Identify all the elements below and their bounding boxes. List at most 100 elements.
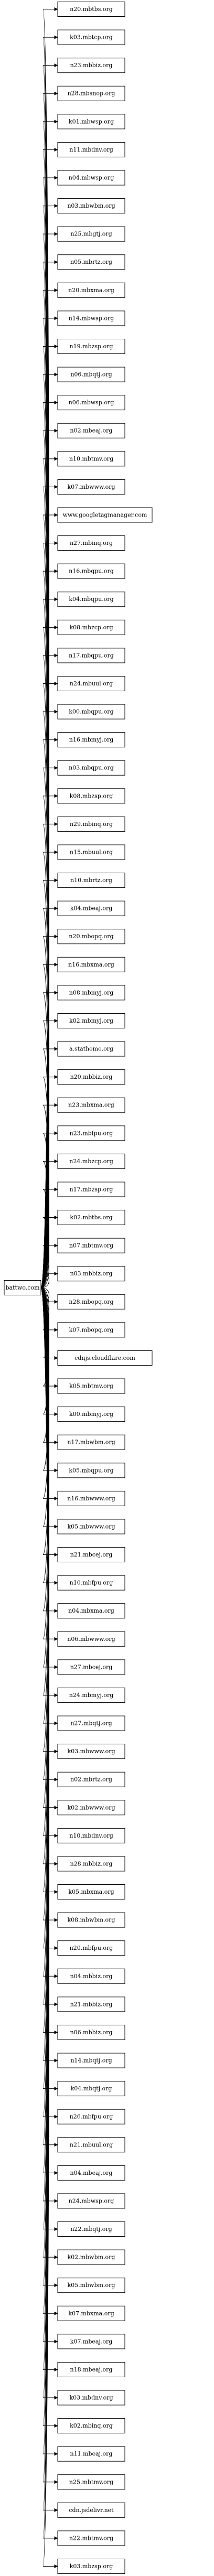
edge (40, 1287, 58, 1500)
child-node-label: k02.mbwww.org (68, 1804, 115, 1811)
child-node: k05.mbqpu.org (57, 1463, 125, 1478)
child-node-label: n16.mbqpu.org (69, 568, 114, 575)
child-node-box (57, 1097, 125, 1113)
child-node: n11.mbdnv.org (57, 142, 125, 157)
child-node: n22.mbqtj.org (57, 2221, 125, 2237)
child-node: k02.mbwww.org (57, 1800, 125, 1816)
child-node-label: k04.mbqpu.org (69, 596, 113, 603)
child-node-box (57, 1463, 125, 1478)
child-node-label: n22.mbtmv.org (69, 2535, 113, 2541)
edge (40, 935, 58, 1288)
child-node-label: n20.mbtbs.org (70, 6, 113, 13)
child-node: n25.mbtmv.org (57, 2474, 125, 2490)
child-node: k07.mbeaj.org (57, 2334, 125, 2349)
child-node-label: n24.mbzcp.org (69, 1158, 113, 1165)
child-node-label: k08.mbzcp.org (69, 624, 113, 631)
child-node-label: n04.mbbiz.org (70, 1973, 113, 1980)
child-node-label: n27.mbqtj.org (70, 1720, 112, 1727)
child-node-box (57, 1856, 125, 1872)
edge (40, 1287, 58, 1838)
child-node-box (57, 2053, 125, 2068)
child-node: n16.mbmyj.org (57, 732, 125, 748)
child-node: n24.mbuul.org (57, 675, 125, 691)
child-node-label: k02.mbmyj.org (69, 1017, 113, 1024)
child-node-box (57, 479, 125, 495)
child-node: n17.mbqpu.org (57, 648, 125, 663)
child-node-label: n02.mbeaj.org (70, 427, 113, 434)
child-node-box (57, 310, 125, 326)
child-node-box (57, 1350, 153, 1366)
child-node-label: k04.mbeaj.org (70, 905, 113, 912)
child-node: n27.mbqtj.org (57, 1715, 125, 1731)
edge (40, 1287, 58, 2540)
child-node-box (57, 788, 125, 804)
edge (40, 1287, 58, 1641)
child-node-label: k07.mbopq.org (69, 1326, 114, 1333)
child-node: n28.mbsnop.org (57, 85, 125, 101)
child-node: n10.mbrtz.org (57, 873, 125, 888)
child-node: cdnjs.cloudflare.com (57, 1350, 153, 1366)
child-node-label: n05.mbrtz.org (70, 259, 112, 265)
child-node-label: k00.mbqpu.org (69, 709, 113, 715)
child-node: k04.mbeaj.org (57, 900, 125, 916)
child-node-box (57, 1631, 125, 1647)
child-node: k05.mbtmv.org (57, 1378, 125, 1394)
child-node: n11.mbeaj.org (57, 2446, 125, 2462)
edge (40, 428, 58, 1288)
edge (40, 1287, 58, 1557)
child-node-box (57, 1266, 125, 1282)
child-node-box (57, 338, 125, 354)
child-node-box (57, 1490, 125, 1506)
edge (40, 513, 58, 1288)
child-node: n28.mbopq.org (57, 1294, 125, 1310)
child-node: k00.mbmyj.org (57, 1407, 125, 1422)
child-node: n03.mbbiz.org (57, 1266, 125, 1282)
child-node-label: k03.mbzsp.org (70, 2563, 113, 2570)
child-node-box (57, 2559, 125, 2574)
child-node-box (57, 1153, 125, 1169)
child-node: k04.mbqpu.org (57, 592, 125, 607)
child-node: n14.mbwsp.org (57, 310, 125, 326)
child-node-label: k08.mbzsp.org (70, 792, 113, 799)
root-node-box (4, 1280, 41, 1295)
child-node-label: n26.mbfpu.org (70, 2113, 113, 2120)
edge (40, 1243, 58, 1288)
child-node-box (57, 367, 125, 382)
edge (40, 1159, 58, 1288)
edge (40, 1287, 58, 2484)
child-node-label: n03.mbqpu.org (69, 765, 114, 771)
child-node-box (57, 2305, 125, 2321)
child-node-label: n10.mbdnv.org (69, 1832, 113, 1839)
child-node-label: n20.mbopq.org (69, 933, 113, 940)
edges-layer (40, 7, 58, 2568)
child-node: n23.mbxma.org (57, 1097, 125, 1113)
child-node-box (57, 1238, 125, 1253)
child-node-label: n16.mbxma.org (68, 961, 114, 968)
child-node-label: k03.mbtcp.org (70, 34, 113, 41)
child-node-box (57, 816, 125, 832)
edge (40, 1287, 58, 2288)
child-node-box (57, 2221, 125, 2237)
child-node: n06.mbqtj.org (57, 367, 125, 382)
child-node-label: k07.mbeaj.org (70, 2338, 113, 2345)
child-node: n19.mbzsp.org (57, 338, 125, 354)
child-node: n23.mbbiz.org (57, 58, 125, 73)
child-node: n20.mbxma.org (57, 282, 125, 298)
edge (40, 541, 58, 1288)
child-node-label: k02.mbwbm.org (68, 2254, 115, 2261)
child-node: n17.mbzsp.org (57, 1182, 125, 1197)
edge (40, 1287, 58, 1473)
child-node-label: n08.mbmyj.org (69, 989, 114, 996)
child-node: n18.mbeaj.org (57, 2362, 125, 2377)
edge (40, 1287, 58, 1866)
edge (40, 1131, 58, 1288)
child-node-label: n11.mbeaj.org (70, 2451, 113, 2457)
child-node-box (57, 732, 125, 748)
child-node-label: k05.mbqpu.org (69, 1467, 113, 1474)
child-node: k03.mbzsp.org (57, 2559, 125, 2574)
child-node: n20.mbtbs.org (57, 2, 125, 17)
child-node-box (57, 1069, 125, 1085)
child-node-box (57, 2390, 125, 2406)
child-node-label: k05.mbtmv.org (69, 1383, 113, 1390)
child-node-box (57, 395, 125, 411)
